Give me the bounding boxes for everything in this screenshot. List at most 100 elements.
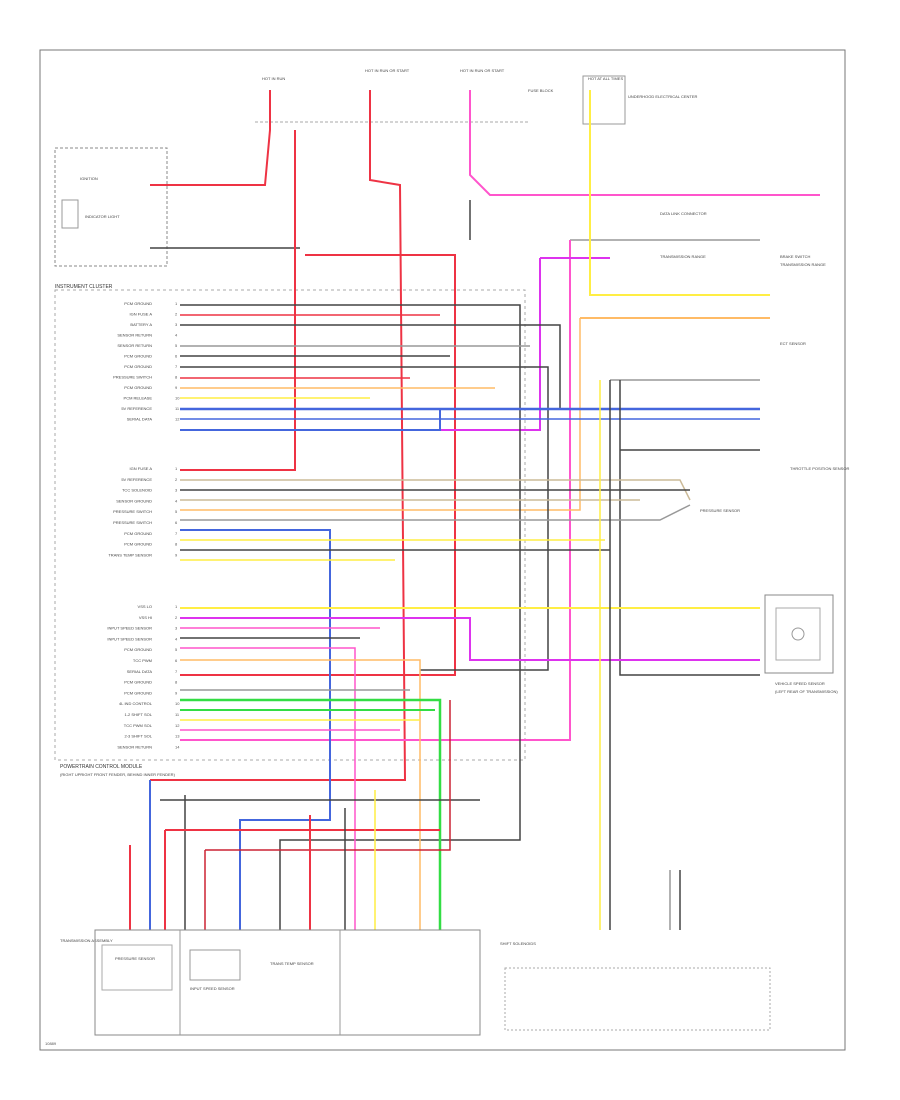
wire-4 bbox=[469, 90, 820, 196]
pin-label-b3-0: VSS LO bbox=[138, 604, 152, 609]
input-speed-box bbox=[189, 949, 241, 981]
pin-number-b3-6: 7 bbox=[175, 669, 178, 674]
ect-label: ECT SENSOR bbox=[780, 341, 806, 346]
hot-start-label-2: HOT IN RUN OR START bbox=[460, 68, 505, 73]
wire-14 bbox=[180, 304, 521, 930]
wire-54 bbox=[205, 700, 451, 851]
wire-41 bbox=[180, 647, 356, 930]
ignition-sublabel: INDICATOR LIGHT bbox=[85, 214, 120, 219]
pin-number-b1-9: 10 bbox=[175, 396, 180, 401]
pin-number-b3-0: 1 bbox=[175, 604, 178, 609]
pin-number-b1-5: 6 bbox=[175, 354, 178, 359]
ignition-lamp bbox=[61, 199, 79, 229]
pin-number-b3-5: 6 bbox=[175, 658, 178, 663]
pin-label-b1-10: 5V REFERENCE bbox=[121, 406, 152, 411]
wire-11 bbox=[589, 90, 770, 296]
wire-13 bbox=[180, 318, 581, 511]
wire-8 bbox=[180, 240, 571, 741]
pin-label-b3-3: INPUT SPEED SENSOR bbox=[107, 636, 152, 641]
pin-number-b3-13: 14 bbox=[175, 744, 180, 749]
vss-sublabel: (LEFT REAR OF TRANSMISSION) bbox=[775, 689, 838, 694]
ignition-label: IGNITION bbox=[80, 176, 98, 181]
pin-number-b3-4: 5 bbox=[175, 647, 178, 652]
wire-29 bbox=[180, 479, 691, 501]
pcm-title: POWERTRAIN CONTROL MODULE bbox=[60, 764, 143, 770]
input-speed-label: INPUT SPEED SENSOR bbox=[190, 986, 235, 991]
wire-16 bbox=[180, 324, 561, 410]
cluster-title: INSTRUMENT CLUSTER bbox=[55, 284, 113, 290]
pin-label-b1-7: PRESSURE SWITCH bbox=[113, 375, 152, 380]
pin-label-b3-10: 1-2 SHIFT SOL bbox=[125, 712, 153, 717]
pin-label-b2-4: PRESSURE SWITCH bbox=[113, 509, 152, 514]
pin-number-b1-8: 9 bbox=[175, 385, 178, 390]
wire-6 bbox=[180, 254, 456, 676]
wire-19 bbox=[180, 366, 549, 671]
vss-label: VEHICLE SPEED SENSOR bbox=[775, 681, 825, 686]
wire-44 bbox=[180, 698, 442, 930]
pin-number-b3-9: 10 bbox=[175, 701, 180, 706]
pin-label-b2-8: TRANS TEMP SENSOR bbox=[108, 552, 152, 557]
trans-temp-label: TRANS TEMP SENSOR bbox=[270, 961, 314, 966]
wire-32 bbox=[180, 504, 691, 521]
pin-label-b3-6: SERIAL DATA bbox=[127, 669, 153, 674]
pin-number-b2-3: 4 bbox=[175, 498, 178, 503]
pin-number-b1-2: 3 bbox=[175, 322, 178, 327]
pin-label-b3-8: PCM GROUND bbox=[124, 690, 152, 695]
pin-label-b2-2: TCC SOLENOID bbox=[122, 488, 152, 493]
pin-label-b2-6: PCM GROUND bbox=[124, 531, 152, 536]
pin-label-b2-1: 5V REFERENCE bbox=[121, 477, 152, 482]
pin-label-b3-11: TCC PWM SOL bbox=[124, 723, 153, 728]
wire-42 bbox=[180, 659, 421, 930]
pin-number-b2-8: 9 bbox=[175, 552, 178, 557]
solenoid-label: SHIFT SOLENOIDS bbox=[500, 941, 536, 946]
underhood-label: UNDERHOOD ELECTRICAL CENTER bbox=[628, 94, 698, 99]
pin-label-b3-12: 2-3 SHIFT SOL bbox=[125, 734, 153, 739]
pin-label-b1-4: SENSOR RETURN bbox=[117, 343, 152, 348]
vss-sensor-icon bbox=[791, 627, 805, 641]
pin-label-b1-5: PCM GROUND bbox=[124, 354, 152, 359]
pin-label-b3-5: TCC PWM bbox=[133, 658, 152, 663]
trans-assembly-label: TRANSMISSION ASSEMBLY bbox=[60, 938, 113, 943]
pin-number-b2-4: 5 bbox=[175, 509, 178, 514]
pin-label-b2-5: PRESSURE SWITCH bbox=[113, 520, 152, 525]
pin-label-b2-3: SENSOR GROUND bbox=[116, 498, 152, 503]
footer-code: 10889 bbox=[45, 1041, 57, 1046]
pin-number-b2-6: 7 bbox=[175, 531, 178, 536]
pressure-module-label: PRESSURE SENSOR bbox=[115, 956, 155, 961]
pin-number-b3-7: 8 bbox=[175, 680, 178, 685]
ignition-switch-box bbox=[54, 147, 168, 267]
data-link-label: DATA LINK CONNECTOR bbox=[660, 211, 707, 216]
vss-inner bbox=[775, 607, 821, 661]
tp-sensor-label: THROTTLE POSITION SENSOR bbox=[790, 466, 849, 471]
pcm-subtitle: (RIGHT UPRIGHT FRONT FENDER, BEHIND INNE… bbox=[60, 772, 176, 777]
wire-25 bbox=[180, 409, 441, 431]
pin-label-b3-13: SENSOR RETURN bbox=[117, 744, 152, 749]
pin-number-b3-12: 13 bbox=[175, 734, 180, 739]
pin-label-b1-6: PCM GROUND bbox=[124, 364, 152, 369]
pin-number-b3-8: 9 bbox=[175, 690, 178, 695]
trans-left-box bbox=[94, 929, 481, 1036]
wire-10 bbox=[180, 258, 541, 431]
pin-number-b3-3: 4 bbox=[175, 636, 178, 641]
pin-number-b1-3: 4 bbox=[175, 333, 178, 338]
pin-number-b2-5: 6 bbox=[175, 520, 178, 525]
pin-number-b3-1: 2 bbox=[175, 615, 178, 620]
pin-number-b3-2: 3 bbox=[175, 626, 178, 631]
pin-label-b1-0: PCM GROUND bbox=[124, 301, 152, 306]
pin-number-b1-0: 1 bbox=[175, 301, 178, 306]
pin-label-b3-1: VSS HI bbox=[139, 615, 152, 620]
pin-number-b3-10: 11 bbox=[175, 712, 180, 717]
pin-number-b1-7: 8 bbox=[175, 375, 178, 380]
pin-label-b3-9: 4L IND CONTROL bbox=[119, 701, 153, 706]
pin-number-b1-11: 12 bbox=[175, 417, 180, 422]
pin-label-b3-7: PCM GROUND bbox=[124, 680, 152, 685]
wire-38 bbox=[180, 617, 760, 661]
pin-label-b1-11: SERIAL DATA bbox=[127, 417, 153, 422]
pin-number-b1-6: 7 bbox=[175, 364, 178, 369]
pressure-module-box bbox=[101, 944, 173, 991]
pin-label-b2-7: PCM GROUND bbox=[124, 542, 152, 547]
